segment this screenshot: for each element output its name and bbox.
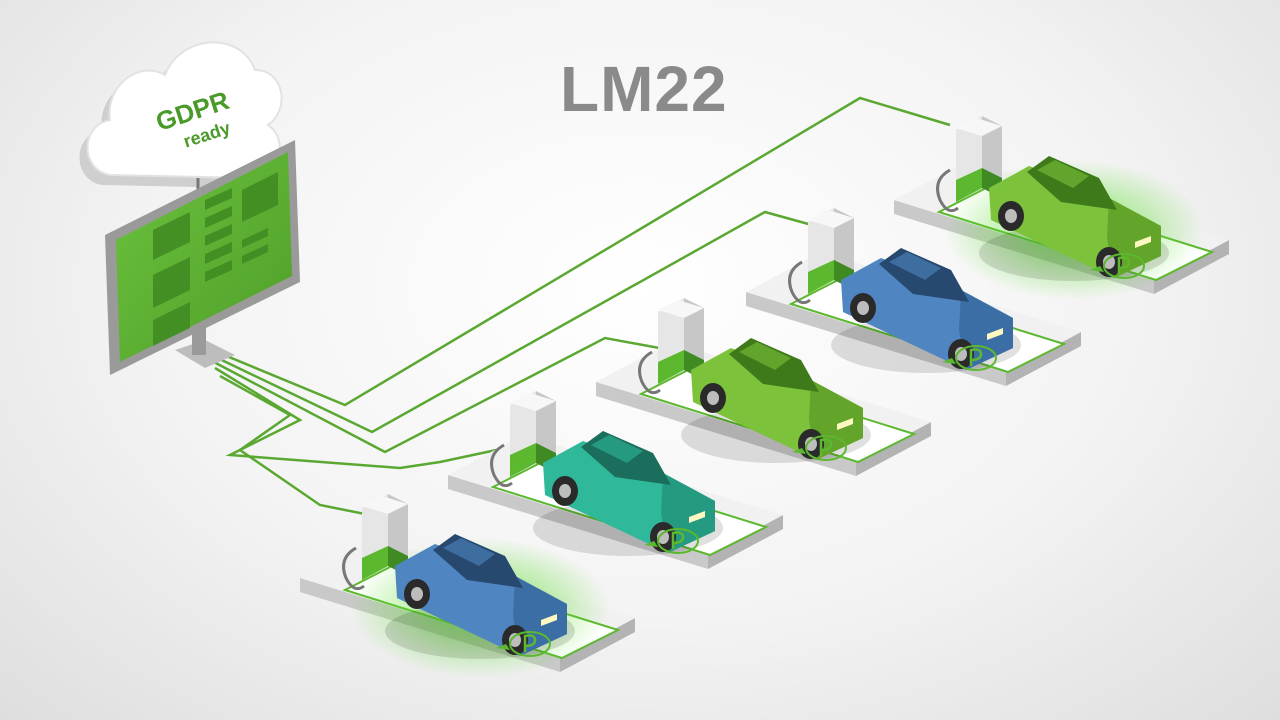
- charging-station-icon: [936, 116, 1002, 213]
- page-title: LM22: [560, 53, 728, 125]
- cloud-icon: GDPR ready: [79, 41, 283, 198]
- monitor-icon: [105, 140, 300, 375]
- parking-spot: [448, 391, 783, 569]
- parking-spot: [894, 116, 1229, 300]
- parking-spot: [300, 494, 635, 678]
- ev-parking-sign-icon: [496, 631, 551, 657]
- charging-station-icon: [342, 494, 408, 591]
- ev-parking-sign-icon: [942, 345, 997, 371]
- parking-spot: [596, 298, 931, 476]
- ev-parking-sign-icon: [792, 435, 847, 461]
- charging-station-icon: [638, 298, 704, 395]
- charging-station-icon: [788, 208, 854, 305]
- ev-parking-sign-icon: [644, 528, 699, 554]
- parking-spots: [300, 116, 1229, 678]
- charging-station-icon: [490, 391, 556, 488]
- parking-spot: [746, 208, 1081, 386]
- ev-parking-sign-icon: [1090, 253, 1145, 279]
- network-wires: [199, 96, 951, 517]
